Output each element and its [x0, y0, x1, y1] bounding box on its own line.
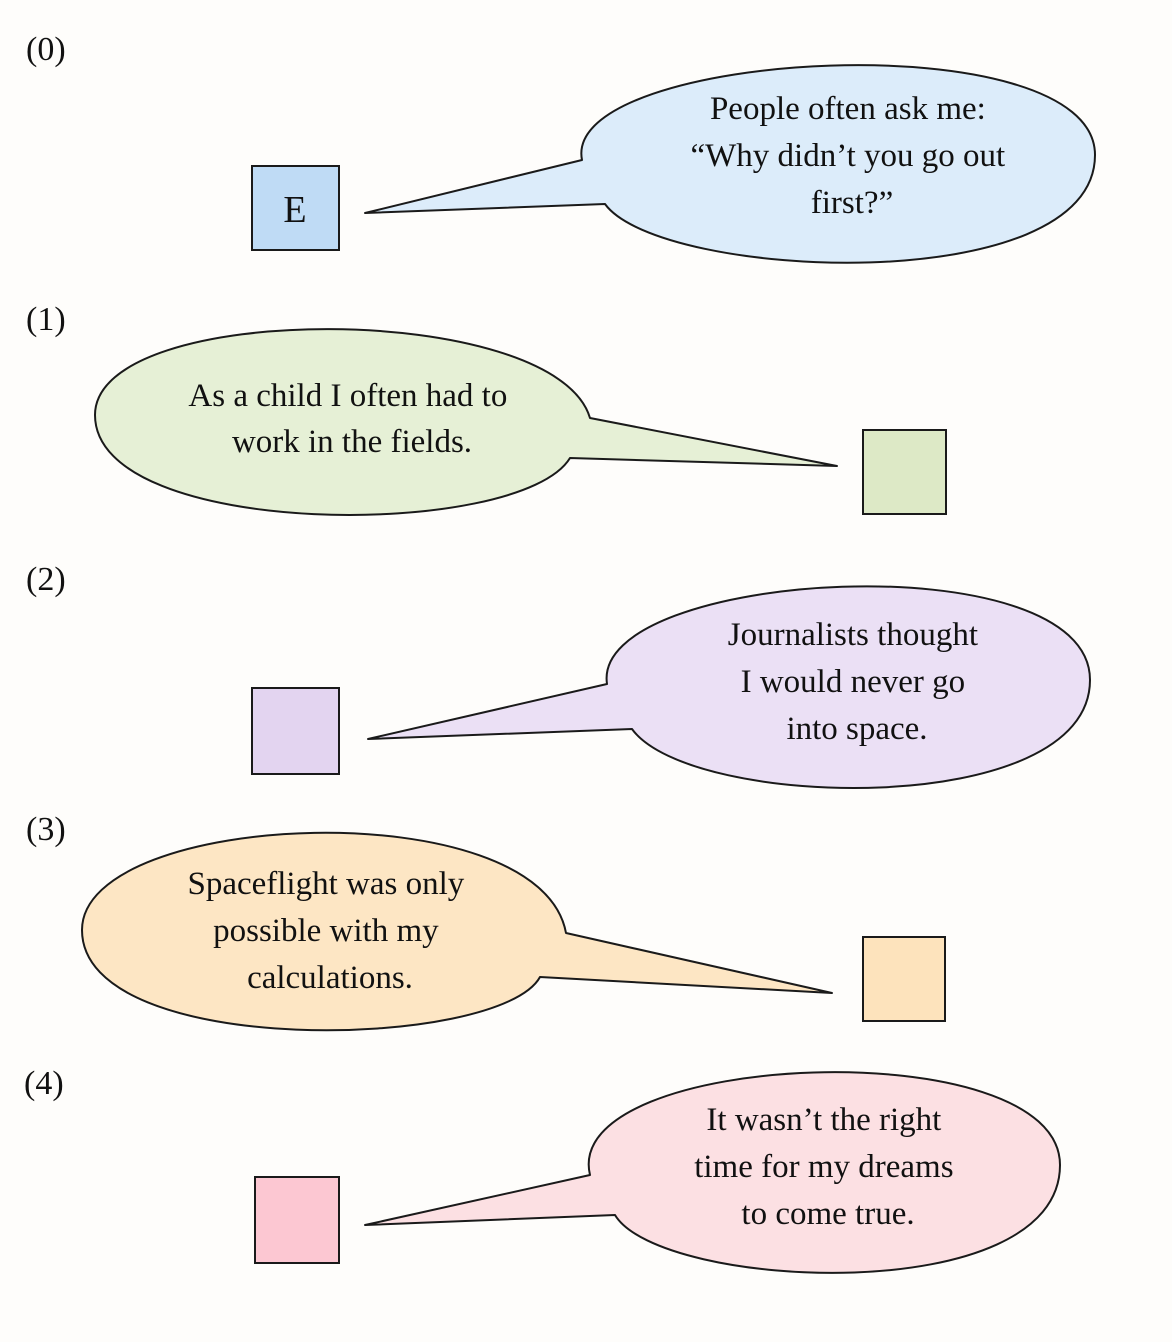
panel-number: (3)	[26, 811, 66, 848]
bubble-line: to come true.	[741, 1196, 914, 1232]
bubble-line: possible with my	[213, 913, 439, 949]
bubble-line: Spaceflight was only	[187, 866, 464, 902]
bubble-text: Journalists thought I would never go int…	[728, 617, 987, 747]
panel-0: (0) E People often ask me: “Why didn’t y…	[26, 31, 1096, 264]
panel-3: (3) Spaceflight was only possible with m…	[26, 811, 946, 1032]
bubble-line: calculations.	[247, 960, 413, 996]
bubble-line: People often ask me:	[710, 91, 986, 127]
speech-bubble	[94, 328, 838, 516]
bubble-line: I would never go	[741, 664, 966, 700]
bubble-line: As a child I often had to	[188, 378, 507, 414]
bubble-line: work in the fields.	[232, 424, 472, 460]
bubble-line: Journalists thought	[728, 617, 978, 653]
panel-4: (4) It wasn’t the right time for my drea…	[24, 1065, 1061, 1274]
panel-1: (1) As a child I often had to work in th…	[26, 301, 947, 516]
speech-bubble	[81, 831, 833, 1032]
bubble-text: It wasn’t the right time for my dreams t…	[694, 1102, 962, 1232]
speaker-box	[251, 165, 340, 251]
speech-bubble	[364, 1071, 1061, 1274]
bubble-text: Spaceflight was only possible with my ca…	[187, 866, 472, 996]
bubble-line: It wasn’t the right	[706, 1102, 941, 1138]
panel-number: (2)	[26, 561, 66, 598]
bubble-line: first?”	[811, 185, 893, 221]
panel-number: (1)	[26, 301, 66, 338]
speaker-box	[862, 936, 946, 1022]
speaker-box	[862, 429, 947, 515]
speech-bubble	[367, 585, 1091, 790]
speaker-box	[251, 687, 340, 775]
panel-number: (0)	[26, 31, 66, 68]
bubble-line: time for my dreams	[694, 1149, 953, 1185]
speaker-box	[254, 1176, 340, 1264]
speech-bubble	[364, 64, 1096, 264]
speaker-letter: E	[283, 189, 306, 231]
panel-number: (4)	[24, 1065, 64, 1102]
bubble-line: into space.	[786, 711, 927, 747]
bubble-text: As a child I often had to work in the fi…	[188, 378, 515, 460]
bubble-text: People often ask me: “Why didn’t you go …	[691, 91, 1014, 221]
panel-2: (2) Journalists thought I would never go…	[26, 561, 1091, 790]
bubble-line: “Why didn’t you go out	[691, 138, 1006, 174]
